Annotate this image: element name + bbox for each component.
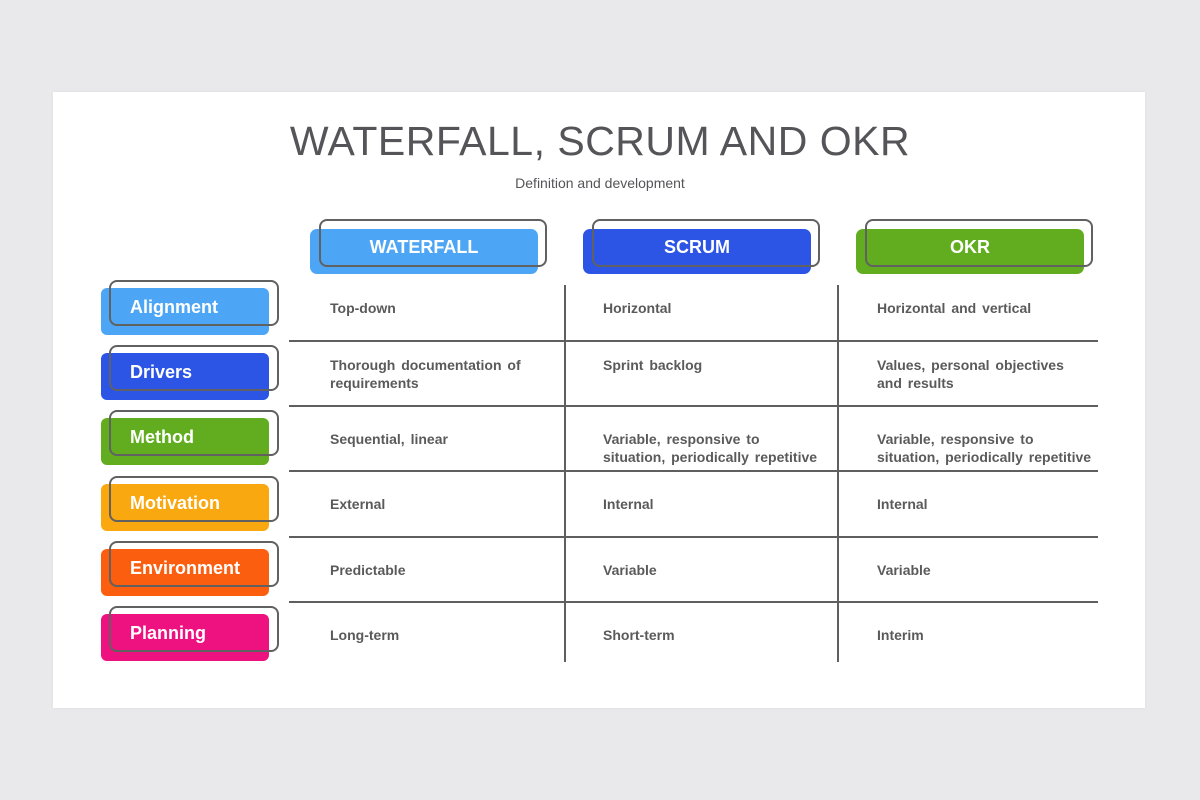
column-header-label: SCRUM — [664, 237, 730, 257]
row-header-planning: Planning — [101, 606, 279, 661]
row-divider — [289, 340, 1098, 342]
column-header-frame — [592, 219, 820, 267]
column-divider — [564, 285, 566, 662]
row-divider — [289, 405, 1098, 407]
row-divider — [289, 601, 1098, 603]
row-header-frame — [109, 541, 279, 587]
column-header-label: WATERFALL — [369, 237, 479, 257]
table-cell: Variable, responsive to situation, perio… — [877, 431, 1092, 465]
row-header-environment: Environment — [101, 541, 279, 596]
table-cell: Long-term — [330, 627, 400, 643]
row-divider — [289, 470, 1098, 472]
table-cell: Horizontal — [603, 300, 672, 316]
table-cell: Internal — [603, 496, 654, 512]
table-cell: Internal — [877, 496, 928, 512]
row-header-drivers: Drivers — [101, 345, 279, 400]
column-header-scrum: SCRUM — [583, 219, 820, 274]
column-header-waterfall: WATERFALL — [310, 219, 547, 274]
table-cell: Values, personal objectives and results — [877, 357, 1064, 391]
column-header-frame — [319, 219, 547, 267]
table-cell: Variable — [603, 562, 657, 578]
row-header-motivation: Motivation — [101, 476, 279, 531]
table-cell: Top-down — [330, 300, 396, 316]
row-header-frame — [109, 410, 279, 456]
row-header-frame — [109, 280, 279, 326]
table-cell: Sequential, linear — [330, 431, 448, 447]
row-header-label: Drivers — [130, 361, 193, 382]
column-header-label: OKR — [950, 237, 990, 257]
row-header-method: Method — [101, 410, 279, 465]
row-header-label: Alignment — [130, 296, 218, 317]
row-header-frame — [109, 476, 279, 522]
table-cell: Horizontal and vertical — [877, 300, 1032, 316]
row-divider — [289, 536, 1098, 538]
page-title: WATERFALL, SCRUM AND OKR — [289, 118, 911, 164]
slide-canvas — [53, 92, 1145, 708]
column-header-okr: OKR — [856, 219, 1093, 274]
table-cell: Thorough documentation of requirements — [330, 357, 521, 391]
row-header-label: Method — [130, 426, 194, 447]
table-cell: Sprint backlog — [603, 357, 703, 373]
row-header-alignment: Alignment — [101, 280, 279, 335]
table-cell: Predictable — [330, 562, 406, 578]
row-header-label: Environment — [130, 557, 241, 578]
column-divider — [837, 285, 839, 662]
row-header-label: Planning — [130, 622, 206, 643]
table-cell: Short-term — [603, 627, 675, 643]
page-subtitle: Definition and development — [515, 175, 685, 191]
table-cell: External — [330, 496, 386, 512]
table-cell: Variable — [877, 562, 931, 578]
row-header-frame — [109, 345, 279, 391]
table-cell: Variable, responsive to situation, perio… — [603, 431, 818, 465]
row-header-label: Motivation — [130, 492, 220, 513]
table-cell: Interim — [877, 627, 924, 643]
column-header-frame — [865, 219, 1093, 267]
row-header-frame — [109, 606, 279, 652]
